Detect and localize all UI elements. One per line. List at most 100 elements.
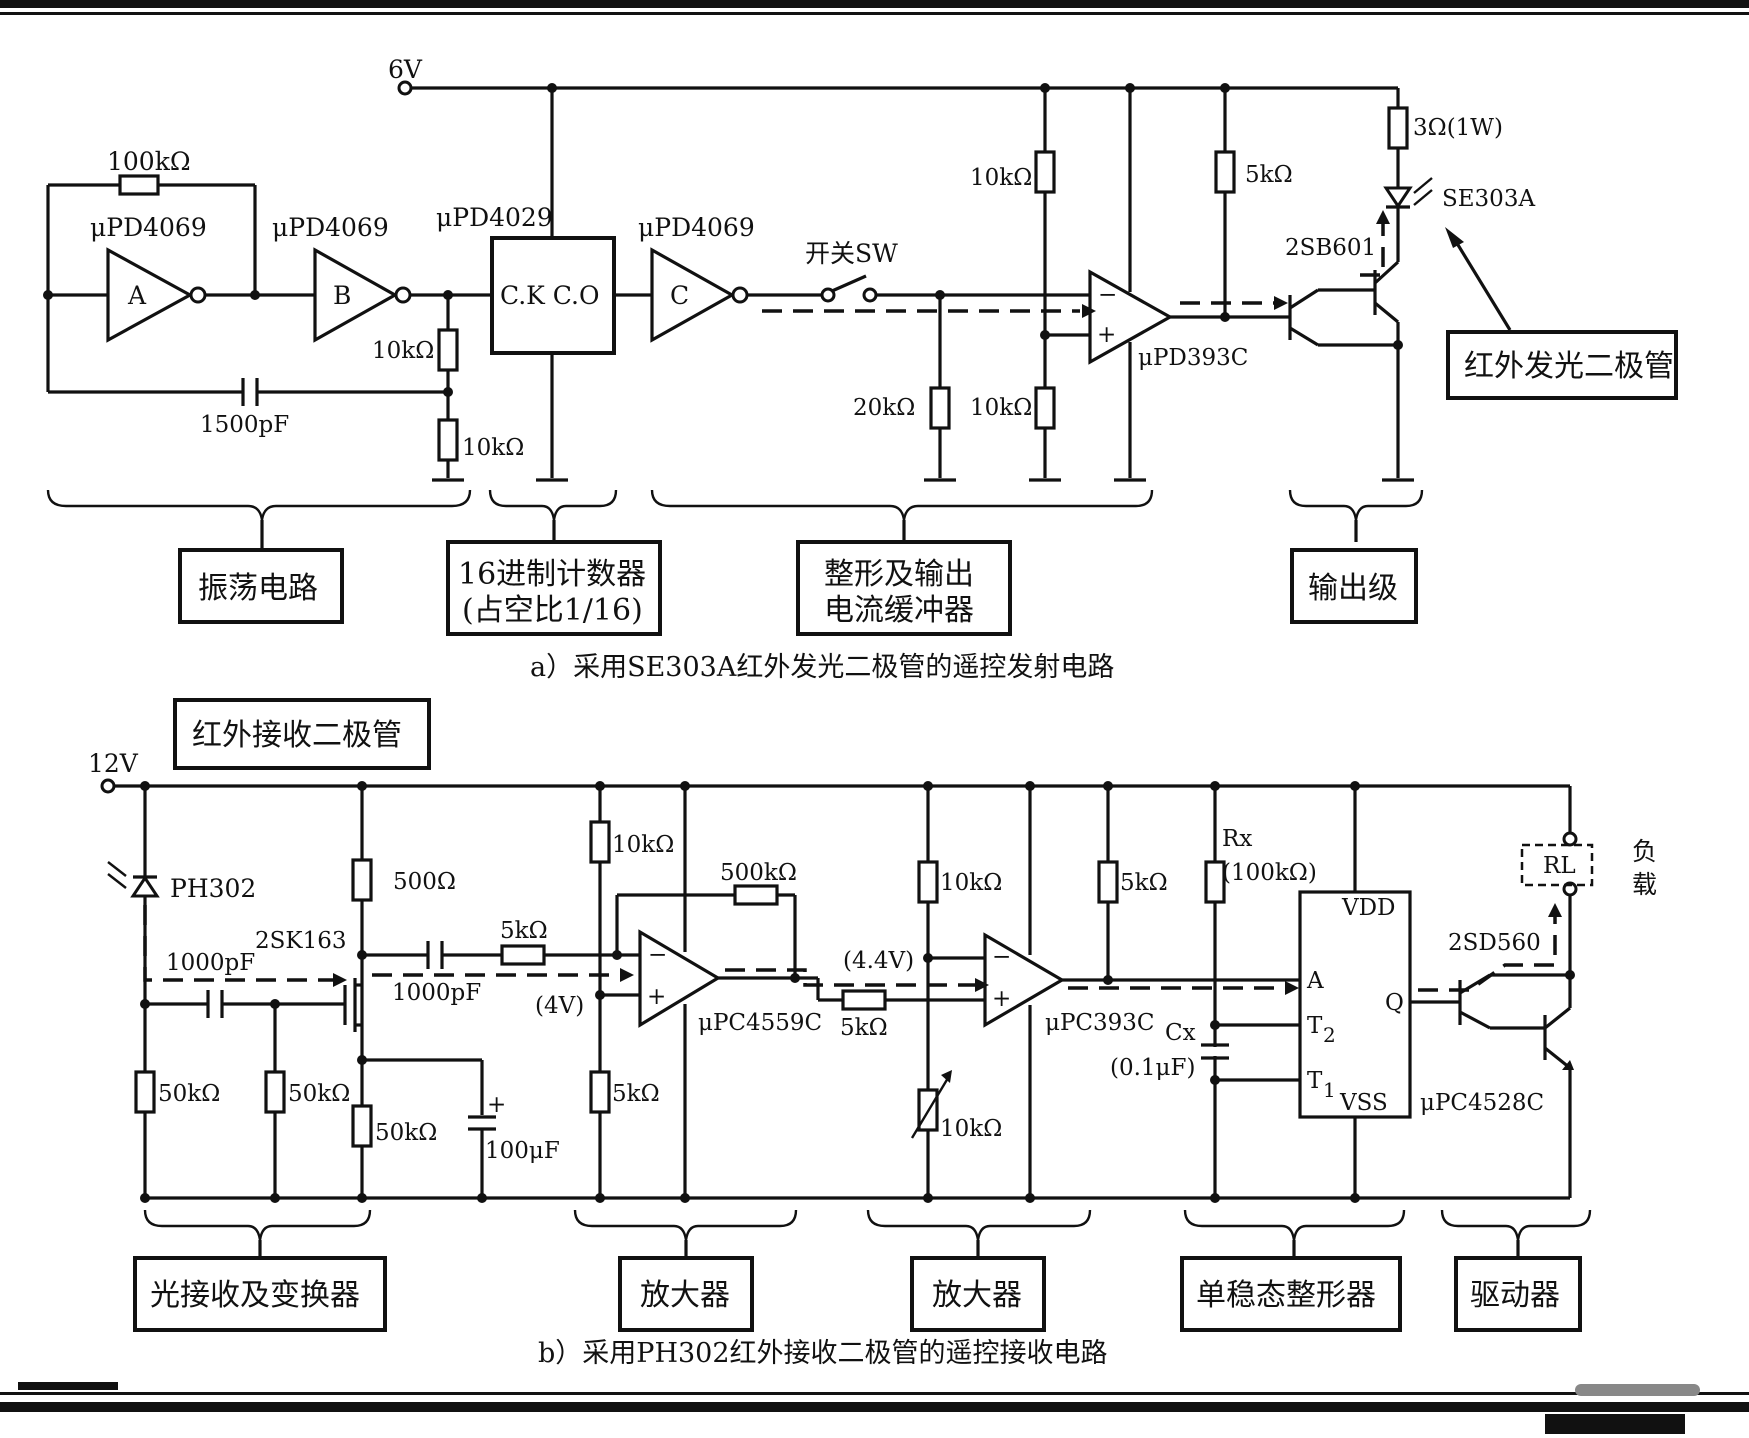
resistor-3ohm [1387,106,1409,150]
resistor-5k-in [500,944,546,966]
transistor-2sb601-label: 2SB601 [1285,235,1376,261]
brace-amp1 [573,1209,798,1241]
top-frame-line [0,12,1749,15]
block-counter [446,540,662,636]
resistor-500k-fb [733,884,779,906]
resistor-rx [1204,860,1226,904]
amp1-plus: + [647,984,666,1010]
brace-shaper [650,489,1154,521]
ic-t2: T [1307,1013,1323,1039]
rx-title-box [173,698,431,770]
comp-plus: + [1097,322,1116,348]
block-shaper [796,540,1012,636]
inverter-a-letter: A [127,281,147,310]
led-emission-arrow1 [1413,177,1433,194]
resistor-50k-c [351,1104,373,1148]
junction [1350,781,1360,791]
junction [357,1193,367,1203]
pd-light-arrow2 [107,873,127,889]
bottom-right-mark [1545,1414,1685,1434]
resistor-10k-ref-bot [1034,386,1056,430]
capacitor-1000pf-in-label: 1000pF [166,950,255,976]
callout-pointer [1453,239,1512,331]
resistor-5k-mid [841,989,887,1011]
counter-pins: C.K C.O [500,281,600,310]
ic-t2-sub: 2 [1323,1023,1336,1047]
junction [1025,781,1035,791]
load-char2: 载 [1632,870,1657,899]
resistor-100k [118,174,160,196]
junction [43,290,53,300]
junction [923,781,933,791]
bottom-frame-bar [0,1402,1749,1412]
relay-rl [1520,843,1594,887]
signal-arrowhead [620,968,634,982]
supply-12v-label: 12V [88,749,139,778]
signal-path-rx-5 [1418,915,1557,992]
opamp-upc4559c [638,929,722,1028]
cx-gap [1211,1047,1219,1056]
signal-arrowhead [1285,981,1299,995]
junction [680,781,690,791]
pd-light-arrow1 [107,861,127,877]
bottom-frame-line [0,1392,1749,1395]
inverter-c-part: μPD4069 [638,213,755,242]
resistor-50k-c-label: 50kΩ [375,1120,437,1146]
junction [790,973,800,983]
ic-t1-sub: 1 [1323,1078,1336,1102]
brace-counter [488,489,618,521]
resistor-10k-div-top-label: 10kΩ [372,338,434,364]
resistor-5k-bias [589,1070,611,1114]
signal-path-tx-3 [1360,222,1385,277]
dq1-emitter [1459,1010,1491,1030]
rx-title-text: 红外接收二极管 [192,718,402,753]
relay-label: RL [1543,853,1576,879]
comparator-label: μPD393C [1138,345,1248,371]
cx-label: Cx [1165,1020,1196,1046]
block-mono [1180,1256,1402,1332]
switch-blade [831,274,867,293]
resistor-20k [929,386,951,430]
rx-label: Rx [1222,826,1252,852]
brace-amp2 [866,1209,1092,1241]
junction [270,1193,280,1203]
junction [140,1193,150,1203]
photodiode-label: PH302 [170,874,256,903]
signal-arrowhead [1082,304,1096,318]
signal-arrowhead [333,973,347,987]
comp2-plus: + [992,986,1011,1012]
block-shaper-line1: 整形及输出 [824,557,974,592]
led-callout-text: 红外发光二极管 [1464,349,1674,384]
block-amp1-label: 放大器 [640,1278,730,1313]
pot-arrow [910,1077,950,1139]
resistor-50k-a-label: 50kΩ [158,1081,220,1107]
dq2-emitter [1544,1046,1571,1070]
inverter-b [313,247,399,343]
signal-arrowhead [975,978,989,992]
bypass-plus: + [487,1092,506,1118]
resistor-10k-bias-label: 10kΩ [612,832,674,858]
supply-6v-label: 6V [388,55,423,84]
resistor-10k-div-bot-label: 10kΩ [462,435,524,461]
ic-t1: T [1307,1068,1323,1094]
block-amp2 [910,1256,1046,1332]
resistor-500 [351,858,373,902]
bias-voltage-label: (4V) [535,993,584,1019]
junction [1025,1193,1035,1203]
amp1-label: μPC4559C [698,1010,822,1036]
dq2-collector [1544,1006,1571,1030]
bottom-left-mark [18,1382,118,1390]
resistor-10k-vr-top [917,860,939,904]
junction [1565,970,1575,980]
resistor-500-label: 500Ω [393,869,456,895]
junction [680,1193,690,1203]
resistor-10k-div-top [437,328,459,372]
resistor-20k-label: 20kΩ [853,395,915,421]
block-counter-line2: (占空比1/16) [462,593,643,628]
resistor-10k-vr-top-label: 10kΩ [940,870,1002,896]
resistor-50k-a [134,1070,156,1114]
junction [595,1193,605,1203]
comp-minus: − [1098,282,1117,308]
inverter-c [650,247,736,343]
resistor-5k [1214,150,1236,194]
